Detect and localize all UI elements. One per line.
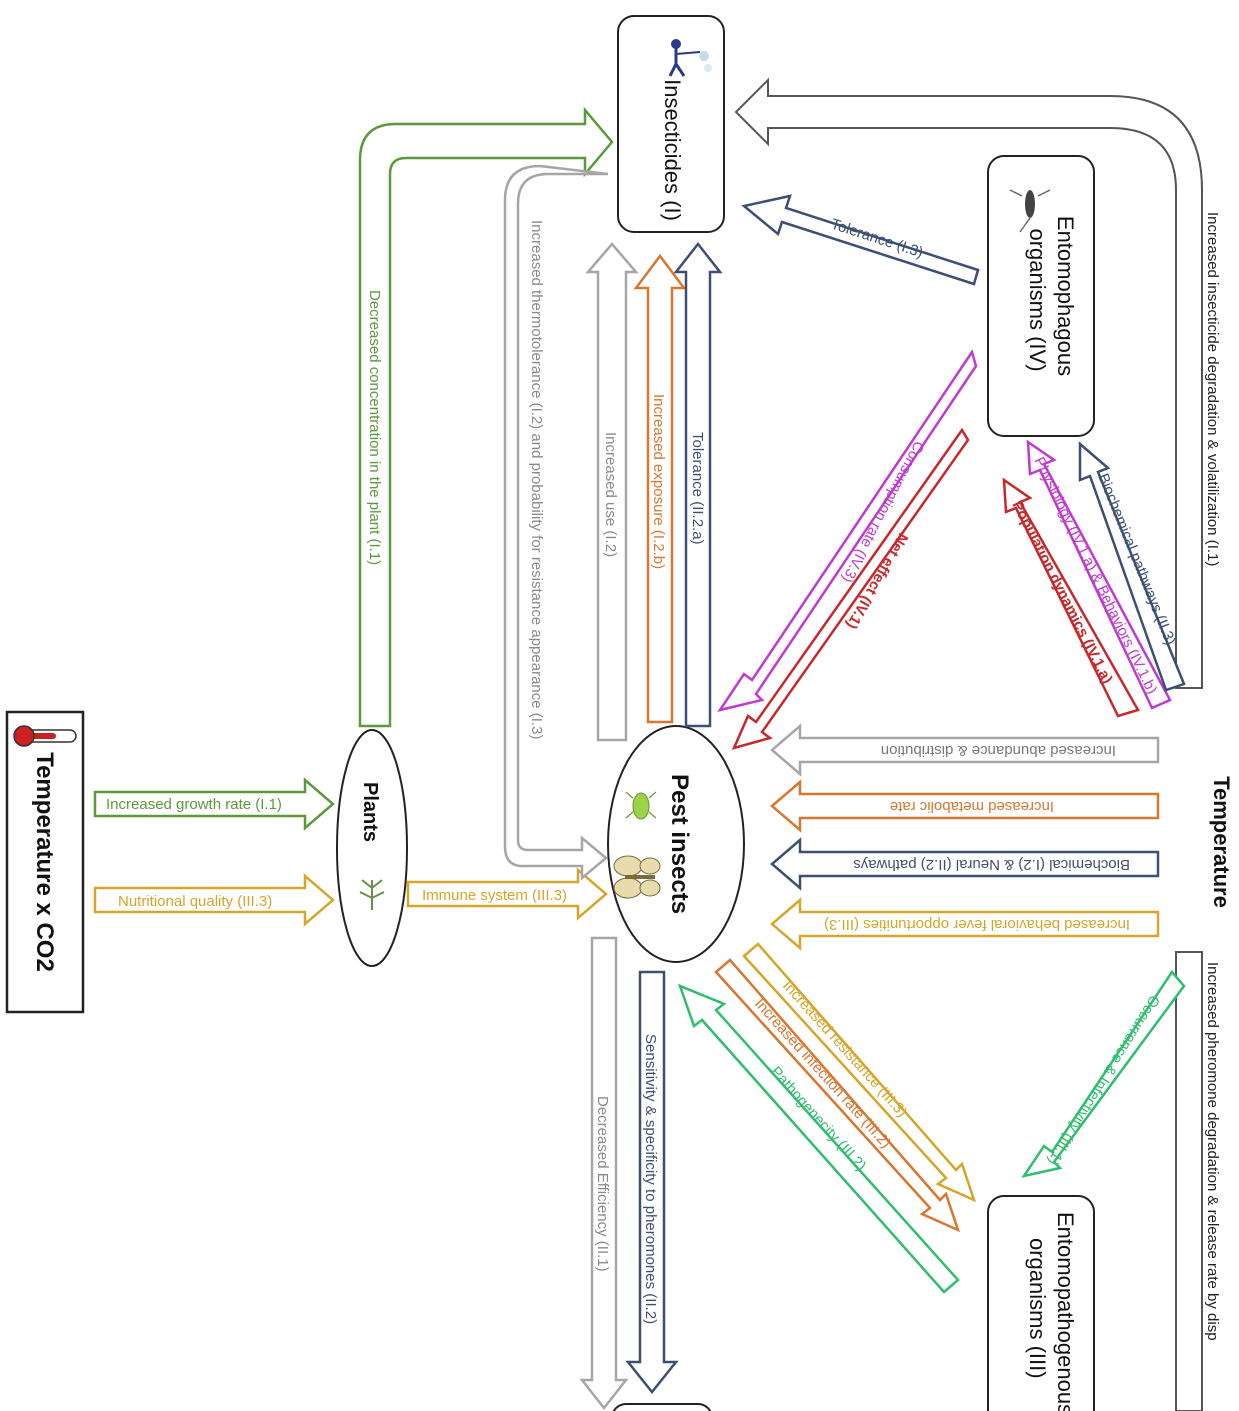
- entomophagous-node: Entomophagous organisms (IV): [987, 155, 1095, 437]
- label-pheromone-degradation: Increased pheromone degradation & releas…: [1204, 962, 1221, 1341]
- label-increased-thermotolerance: Increased thermotolerance (I.2) and prob…: [528, 220, 545, 739]
- label-abundance-distribution: Increased abundance & distribution: [881, 742, 1116, 759]
- label-biochemical-pathways: Biochemical pathways (II.3): [1094, 471, 1178, 647]
- label-insecticide-degradation: Increased insecticide degradation & vola…: [1204, 212, 1221, 566]
- plants-label: Plants: [359, 782, 381, 842]
- arrow-metabolic-rate: Increased metabolic rate: [770, 779, 1160, 833]
- arrow-tolerance-i3: Tolerance (I.3): [741, 194, 980, 286]
- plants-node: Plants: [336, 729, 408, 967]
- arrow-abundance-distribution: Increased abundance & distribution: [770, 723, 1160, 777]
- sprayer-person-icon: [668, 39, 712, 77]
- arrow-behavioral-fever: Increased behavioral fever opportunities…: [770, 897, 1160, 951]
- arrow-increased-exposure: Increased exposure (I.2.b): [633, 253, 687, 724]
- label-metabolic-rate: Increased metabolic rate: [890, 798, 1054, 815]
- arrow-pheromone-degradation: Increased pheromone degradation & releas…: [1175, 951, 1221, 1411]
- pest-insects-node: Pest insects: [607, 725, 745, 963]
- bottom-node-partial: [612, 1403, 712, 1411]
- label-immune-system: Immune system (III.3): [422, 887, 567, 904]
- thermometer-icon: [13, 725, 77, 747]
- label-biochemical-neural: Biochemical (I.2) & Neural (II.2) pathwa…: [853, 856, 1130, 873]
- arrow-occurrence-infectivity: Occurrence & Infectivity (III.1): [1021, 969, 1186, 1178]
- arrow-insecticide-degradation: Increased insecticide degradation & vola…: [734, 77, 1221, 689]
- entomopathogenous-node: Entomopathogenous organisms (III): [987, 1195, 1095, 1411]
- label-increased-use: Increased use (I.2): [602, 432, 619, 557]
- entomophagous-label-line2: organisms (IV): [1025, 228, 1050, 371]
- label-tolerance-ii2a: Tolerance (II.2.a): [689, 432, 706, 545]
- temperature-co2-node: Temperature x CO2: [5, 710, 85, 1014]
- label-sensitivity-specificity: Sensitivity & specificity to pheromones …: [642, 1034, 659, 1324]
- arrow-immune-system: Immune system (III.3): [406, 867, 608, 921]
- arrow-increased-growth-rate: Increased growth rate (I.1): [93, 777, 335, 831]
- wasp-icon: [1009, 189, 1051, 233]
- label-increased-exposure: Increased exposure (I.2.b): [650, 394, 667, 569]
- label-occurrence-infectivity: Occurrence & Infectivity (III.1): [1044, 992, 1163, 1169]
- aphid-icon: [625, 791, 657, 820]
- arrow-biochemical-neural: Biochemical (I.2) & Neural (II.2) pathwa…: [770, 837, 1160, 891]
- plant-icon: [359, 879, 385, 910]
- label-nutritional-quality: Nutritional quality (III.3): [118, 893, 272, 910]
- entomophagous-label-line1: Entomophagous: [1053, 216, 1078, 376]
- label-increased-growth-rate: Increased growth rate (I.1): [106, 796, 282, 813]
- arrow-sensitivity-specificity: Sensitivity & specificity to pheromones …: [625, 970, 679, 1395]
- insecticides-node: Insecticides (I): [617, 15, 725, 233]
- temperature-co2-label: Temperature x CO2: [31, 752, 58, 972]
- temperature-label: Temperature: [1209, 776, 1234, 908]
- arrow-decreased-concentration: Decreased concentration in the plant (I.…: [358, 106, 614, 728]
- arrow-consumption-rate: Consumption rate (IV.3): [717, 349, 978, 712]
- arrow-net-effect: Net effect (IV.1): [731, 427, 970, 750]
- label-decreased-concentration: Decreased concentration in the plant (I.…: [366, 290, 383, 565]
- label-behavioral-fever: Increased behavioral fever opportunities…: [824, 916, 1130, 933]
- arrow-nutritional-quality: Nutritional quality (III.3): [93, 873, 335, 927]
- arrow-increased-infection-rate: Increased infection rate (III.2): [714, 958, 961, 1233]
- label-decreased-efficiency: Decreased Efficiency (II.1): [594, 1096, 611, 1272]
- arrow-tolerance-ii2a: Tolerance (II.2.a): [673, 241, 723, 728]
- arrow-increased-use: Increased use (I.2): [585, 242, 639, 742]
- pest-insects-label: Pest insects: [666, 774, 693, 914]
- moth-icon: [613, 855, 661, 899]
- insecticides-label: Insecticides (I): [660, 79, 685, 221]
- arrow-increased-thermotolerance: Increased thermotolerance (I.2) and prob…: [503, 164, 609, 881]
- entomopathogenous-label-line2: organisms (III): [1025, 1238, 1050, 1379]
- arrow-decreased-efficiency: Decreased Efficiency (II.1): [579, 936, 629, 1411]
- entomopathogenous-label-line1: Entomopathogenous: [1053, 1212, 1078, 1411]
